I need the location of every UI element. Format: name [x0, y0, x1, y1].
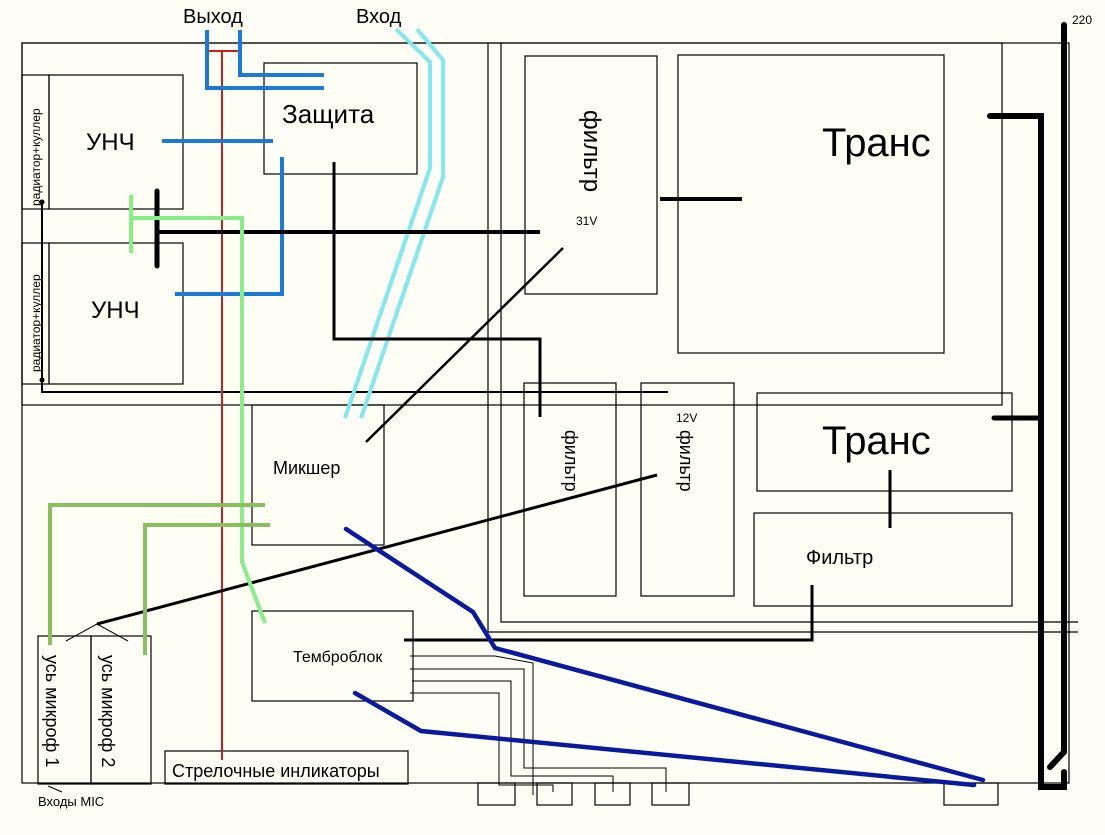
output-wire-a [205, 30, 324, 90]
mic-amp-2-box [90, 635, 152, 785]
speaker-wire-b [352, 690, 977, 788]
connector-1 [477, 782, 516, 806]
mains-wire-c [1047, 22, 1067, 770]
connector-4 [651, 782, 690, 806]
tone-power-wire [404, 585, 814, 642]
input-wire-b [359, 27, 445, 419]
tone-signal-4 [410, 692, 554, 792]
input-wire-a [343, 27, 432, 419]
trans-main-label: Транс [822, 121, 931, 165]
filter-12v-box [640, 382, 735, 597]
input-label: Вход [356, 6, 402, 28]
trans-main-box [677, 54, 945, 354]
cooler-node [39, 199, 45, 205]
connector-2 [536, 782, 573, 806]
mic-split [65, 623, 129, 642]
ground-wire [208, 50, 242, 760]
mic-wire-2 [143, 523, 270, 655]
filter-12v-voltage: 12V [676, 411, 697, 425]
mixer-label: Микшер [273, 458, 340, 478]
speaker-wire-a [343, 526, 986, 783]
cooler-node [39, 377, 45, 383]
filter-31v-label: фильтр [578, 110, 605, 192]
tone-signal-3 [412, 680, 614, 792]
mains-label: 220 [1072, 13, 1092, 27]
tone-signal-1 [410, 655, 534, 795]
amp-bottom-box [48, 242, 184, 385]
indicators-box [164, 750, 409, 785]
filter-31v-box [524, 55, 658, 295]
power-section-frame-outer [487, 43, 1078, 633]
tone-signal-2 [410, 668, 667, 792]
amp-bottom-output-wire [175, 157, 284, 296]
output-label: Выход [183, 6, 243, 28]
mic-wire-1 [48, 503, 265, 645]
tone-block-label: Темброблок [293, 649, 383, 666]
protection-label: Защита [282, 99, 375, 129]
cooler-bottom-label: радиатор+куллер [29, 274, 43, 372]
enclosure-outline [21, 42, 1003, 406]
mic-inputs-pointer [47, 785, 63, 793]
filter-31v-voltage: 31V [576, 214, 597, 228]
power-section-frame-inner [500, 43, 1078, 623]
mic-amp-2-label: усь микроф 2 [98, 655, 118, 767]
filter-small-box [753, 512, 1013, 607]
mixer-box [251, 404, 385, 546]
mains-wire-a [987, 113, 1067, 790]
trans-small-label: Транс [822, 419, 931, 463]
mic-wire-light [129, 195, 267, 624]
amp-bottom-label: УНЧ [91, 297, 140, 324]
filter-12v-label: фильтр [676, 430, 696, 492]
mixer-power-wire [365, 247, 564, 443]
cooler-wire [41, 202, 668, 393]
filter-mid-label: фильтр [561, 430, 581, 492]
mic-amp-1-label: усь микроф 1 [42, 655, 62, 767]
protection-power-wire [332, 162, 542, 417]
cooler-top-label: радиатор+куллер [29, 108, 43, 206]
trans-small-box [756, 392, 1013, 492]
indicators-label: Стрелочные инликаторы [172, 761, 380, 781]
filter-mid-box [523, 382, 617, 597]
filter-small-label: Фильтр [806, 547, 873, 569]
mic-inputs-label: Входы MIC [38, 794, 104, 809]
protection-box [263, 62, 418, 175]
amp-top-label: УНЧ [86, 129, 135, 156]
output-wire-b [238, 30, 324, 77]
